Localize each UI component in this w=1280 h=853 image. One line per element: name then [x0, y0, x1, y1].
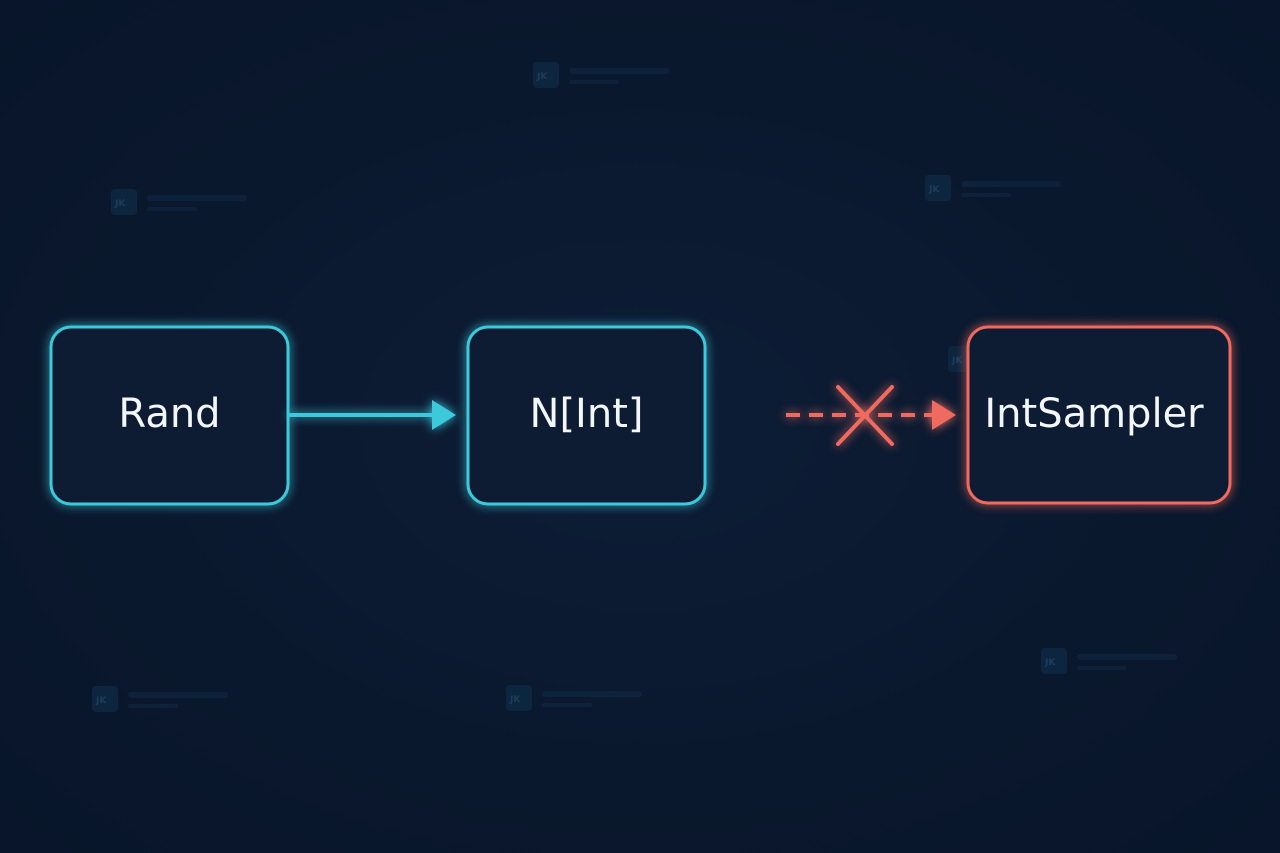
watermark-logo-icon: JK	[925, 175, 1061, 201]
edge-rand-to-nint	[288, 400, 456, 430]
watermark-logo-icon: JK	[533, 62, 669, 88]
arrowhead-icon	[432, 400, 456, 430]
node-n-int-box	[466, 325, 707, 506]
node-n-int-label: N[Int]	[530, 391, 644, 437]
svg-text:JK: JK	[1044, 658, 1056, 668]
node-rand-label: Rand	[118, 391, 220, 437]
node-int-sampler-label: IntSampler	[984, 391, 1204, 437]
arrowhead-icon	[932, 400, 956, 430]
svg-text:JK: JK	[95, 696, 107, 706]
watermark-logo-icon: JK	[506, 685, 642, 711]
node-n-int[interactable]: N[Int]	[466, 325, 707, 506]
watermark-logo-icon: JK	[92, 686, 228, 712]
edge-blocked-to-intsampler	[786, 400, 956, 430]
node-int-sampler[interactable]: IntSampler	[966, 325, 1232, 505]
svg-text:JK: JK	[509, 695, 521, 705]
node-rand[interactable]: Rand	[49, 325, 290, 506]
svg-text:JK: JK	[536, 72, 548, 82]
svg-text:JK: JK	[114, 199, 126, 209]
svg-text:JK: JK	[928, 185, 940, 195]
svg-text:JK: JK	[951, 356, 963, 366]
x-cross-icon	[836, 385, 894, 446]
watermark-logo-icon: JK	[111, 189, 247, 215]
watermark-logo-icon: JK	[1041, 648, 1177, 674]
node-int-sampler-box	[966, 325, 1232, 505]
